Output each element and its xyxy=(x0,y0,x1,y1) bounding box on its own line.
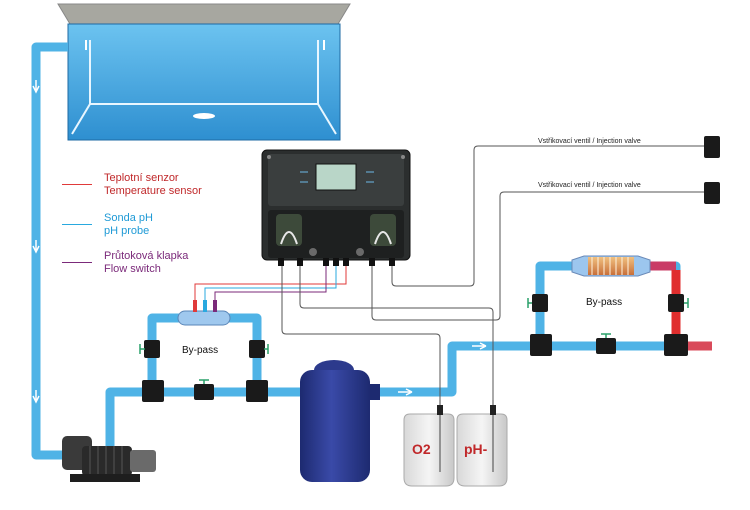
heater-unit xyxy=(571,255,651,277)
dosing-controller xyxy=(261,149,411,266)
pump xyxy=(62,436,156,482)
dosing-hoses xyxy=(281,145,704,400)
sensor-manifold xyxy=(177,300,231,326)
chemical-tanks xyxy=(403,400,508,487)
pipe-fittings xyxy=(142,136,720,402)
legend-line-flow xyxy=(62,262,92,263)
pool xyxy=(57,3,351,141)
injection-valve-label-lower: Vstřikovací ventil / Injection valve xyxy=(538,182,641,189)
flow-arrows xyxy=(32,43,716,404)
legend-temperature: Teplotní senzor Temperature sensor xyxy=(104,172,202,198)
legend-line-temperature xyxy=(62,184,92,185)
sensor-cables xyxy=(194,264,347,300)
legend-flow-cz: Průtoková klapka xyxy=(104,250,189,262)
legend-ph: Sonda pH pH probe xyxy=(104,212,153,238)
legend-ph-cz: Sonda pH xyxy=(104,212,153,224)
legend-flow-en: Flow switch xyxy=(104,263,161,275)
bypass-label-left: By-pass xyxy=(182,345,219,356)
legend-temperature-cz: Teplotní senzor xyxy=(104,172,179,184)
tank-label-ph: pH- xyxy=(464,441,488,457)
legend-ph-en: pH probe xyxy=(104,225,150,237)
legend-temperature-en: Temperature sensor xyxy=(104,185,202,197)
injection-valve-label-upper: Vstřikovací ventil / Injection valve xyxy=(538,138,641,145)
bypass-label-right: By-pass xyxy=(586,297,623,308)
tank-label-o2: O2 xyxy=(412,441,431,457)
valve-handles xyxy=(139,298,689,384)
legend-flow: Průtoková klapka Flow switch xyxy=(104,250,188,276)
sand-filter xyxy=(300,360,380,482)
legend-line-ph xyxy=(62,224,92,225)
